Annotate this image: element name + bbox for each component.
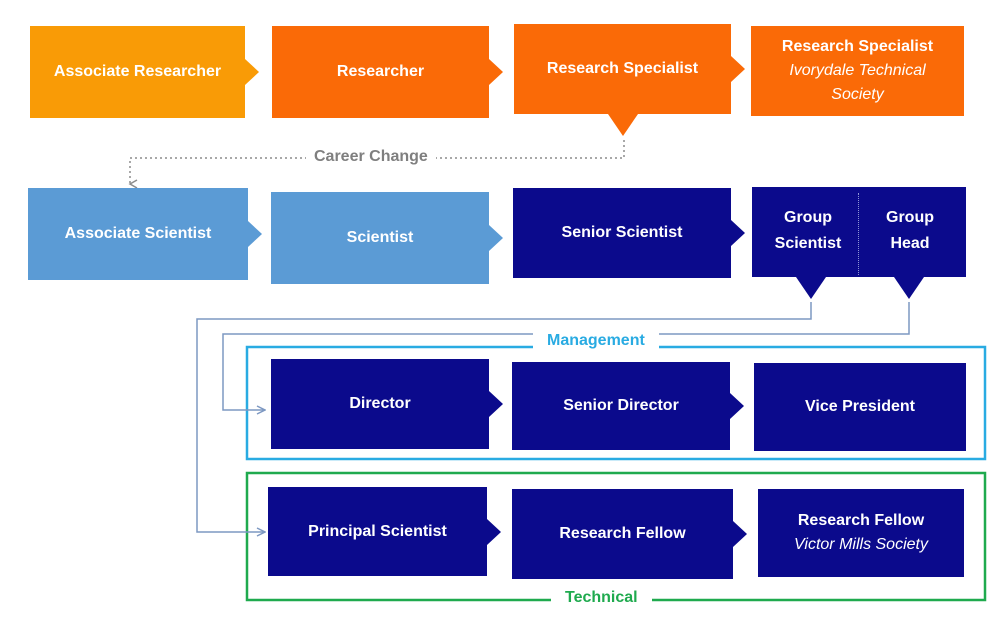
principal-scientist-arrow — [487, 519, 501, 545]
senior-director-box: Senior Director — [512, 362, 730, 450]
senior-scientist-box: Senior Scientist — [513, 188, 731, 278]
group-scientist-down-arrow — [796, 277, 826, 299]
scientist-arrow — [489, 225, 503, 251]
researcher-box: Researcher — [272, 26, 489, 118]
research-fellow-victor-box: Research Fellow Victor Mills Society — [758, 489, 964, 577]
senior-director-label: Senior Director — [563, 397, 679, 414]
associate-scientist-box: Associate Scientist — [28, 188, 248, 280]
researcher-arrow — [489, 59, 503, 85]
researcher-label: Researcher — [336, 63, 425, 80]
research-specialist-box: Research Specialist — [514, 24, 731, 114]
management-label: Management — [533, 332, 659, 350]
research-specialist-down-arrow — [608, 114, 638, 136]
associate-scientist-label: Associate Scientist — [64, 225, 212, 242]
principal-scientist-label: Principal Scientist — [308, 522, 447, 540]
group-head-cell: Group Head — [862, 205, 958, 257]
director-box: Director — [271, 359, 489, 449]
group-box — [752, 187, 966, 277]
senior-scientist-arrow — [731, 220, 745, 246]
research-specialist-arrow — [731, 56, 745, 82]
research-specialist-ivorydale-title: Research Specialist — [781, 38, 934, 55]
scientist-box: Scientist — [271, 192, 489, 284]
group-head-down-arrow — [894, 277, 924, 299]
research-specialist-label: Research Specialist — [546, 60, 699, 77]
research-fellow-box: Research Fellow — [512, 489, 733, 579]
director-arrow — [489, 391, 503, 417]
senior-director-arrow — [730, 393, 744, 419]
group-divider — [858, 193, 859, 275]
research-fellow-victor-subtitle: Victor Mills Society — [794, 536, 928, 553]
group-scientist-to-principal-connector — [196, 302, 812, 532]
technical-label: Technical — [551, 589, 652, 607]
associate-researcher-box: Associate Researcher — [30, 26, 245, 118]
senior-scientist-label: Senior Scientist — [561, 224, 683, 241]
group-head-label: Group Head — [886, 209, 934, 252]
research-fellow-victor-title: Research Fellow — [797, 512, 925, 529]
research-specialist-ivorydale-subtitle: Ivorydale Technical Society — [789, 62, 926, 103]
director-label: Director — [349, 395, 411, 412]
associate-researcher-label: Associate Researcher — [53, 63, 222, 80]
career-change-label: Career Change — [306, 148, 436, 166]
associate-scientist-arrow — [248, 221, 262, 247]
principal-scientist-box: Principal Scientist — [268, 487, 487, 576]
associate-researcher-arrow — [245, 59, 259, 85]
group-scientist-label: Group Scientist — [774, 209, 842, 252]
vice-president-box: Vice President — [754, 363, 966, 451]
research-specialist-ivorydale-box: Research Specialist Ivorydale Technical … — [751, 26, 964, 116]
research-fellow-arrow — [733, 521, 747, 547]
group-scientist-cell: Group Scientist — [760, 205, 856, 257]
research-fellow-label: Research Fellow — [559, 525, 686, 542]
vice-president-label: Vice President — [805, 398, 915, 415]
scientist-label: Scientist — [346, 229, 414, 246]
group-head-to-director-connector — [222, 302, 910, 410]
